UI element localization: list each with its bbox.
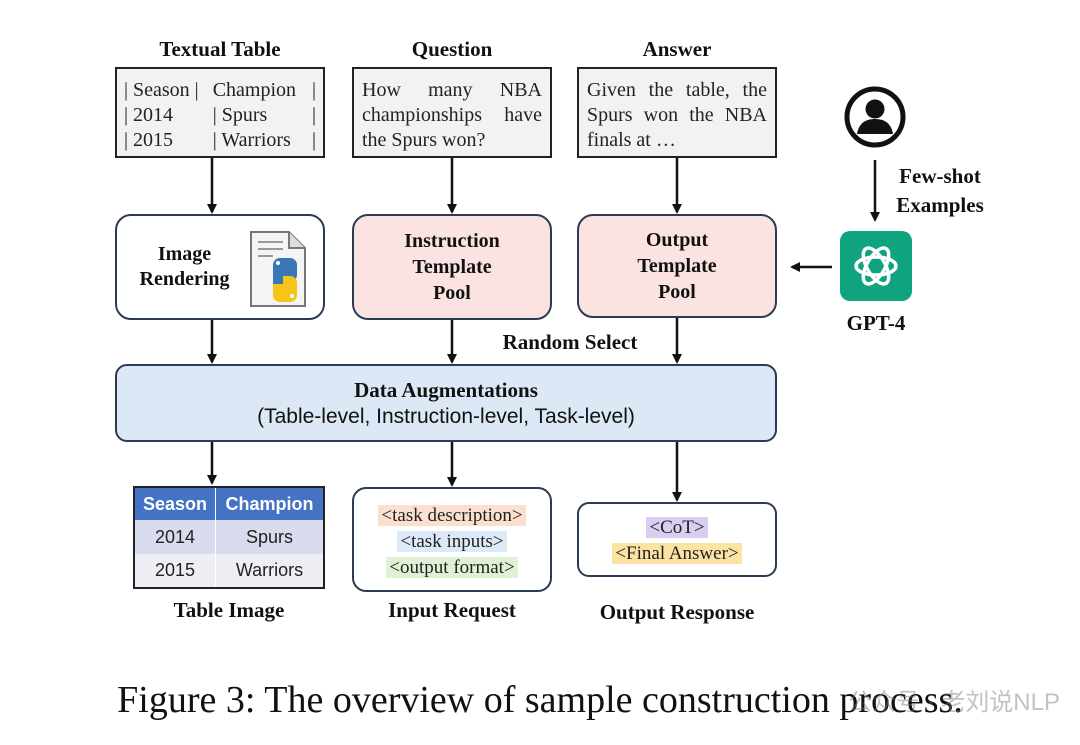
python-document-icon	[250, 231, 306, 307]
openai-logo-icon	[840, 231, 912, 301]
textual-table-cell: | Warriors	[212, 129, 291, 151]
table-cell: 2015	[134, 554, 216, 588]
instruction-template-pool-box: Instruction Template Pool	[352, 214, 552, 320]
output-format-tag: <output format>	[386, 557, 518, 578]
output-pool-line2: Template	[637, 255, 717, 277]
table-cell: Spurs	[245, 526, 294, 547]
table-row: 2014 Spurs	[134, 520, 324, 554]
output-pool-line1: Output	[645, 229, 709, 251]
augmentations-subtitle: (Table-level, Instruction-level, Task-le…	[257, 405, 635, 428]
watermark: 公众号 · 老刘说NLP	[847, 689, 1060, 716]
header-textual-table: Textual Table	[159, 37, 281, 61]
final-answer-tag: <Final Answer>	[612, 543, 742, 564]
table-image-label: Table Image	[173, 598, 285, 622]
image-rendering-line2: Rendering	[139, 268, 230, 290]
task-description-tag: <task description>	[378, 505, 526, 526]
textual-table-box: | Season | Champion | | 2014 | Spurs | |…	[115, 67, 325, 158]
textual-table-cell: |	[311, 129, 316, 151]
textual-table-cell: |	[311, 104, 316, 126]
augmentations-title: Data Augmentations	[354, 378, 538, 402]
table-row: 2015 Warriors	[134, 554, 324, 588]
table-cell: 2014	[134, 520, 216, 554]
few-shot-line2: Examples	[896, 193, 984, 217]
table-image: Season Champion 2014 Spurs 2015 Warriors	[133, 486, 325, 589]
textual-table-row: | 2014 | Spurs |	[121, 103, 319, 128]
textual-table-cell: | Spurs	[212, 104, 268, 126]
textual-table: | Season | Champion | | 2014 | Spurs | |…	[121, 78, 319, 153]
textual-table-row: | 2015 | Warriors |	[121, 128, 319, 153]
instruction-pool-line2: Template	[412, 256, 492, 278]
input-request-box: <task description> <task inputs> <output…	[352, 487, 552, 592]
output-template-pool-box: Output Template Pool	[577, 214, 777, 318]
table-image-header-cell: Season	[134, 487, 216, 520]
instruction-pool-line3: Pool	[433, 282, 471, 304]
figure-caption: Figure 3: The overview of sample constru…	[117, 679, 963, 721]
textual-table-row: | Season | Champion |	[121, 78, 319, 103]
cot-tag: <CoT>	[646, 517, 708, 538]
few-shot-line1: Few-shot	[899, 164, 981, 188]
textual-table-cell: | 2015	[124, 129, 174, 151]
few-shot-label: Few-shot Examples	[885, 162, 995, 220]
output-pool-line3: Pool	[658, 281, 696, 303]
table-cell: Warriors	[235, 560, 304, 580]
output-response-box: <CoT> <Final Answer>	[577, 502, 777, 577]
answer-box: Given the table, the Spurs won the NBA f…	[577, 67, 777, 158]
output-response-label: Output Response	[599, 600, 755, 624]
table-image-header-cell: Champion	[225, 493, 314, 514]
textual-table-cell: Champion	[212, 79, 297, 101]
textual-table-cell: |	[311, 79, 316, 101]
user-avatar-icon	[844, 86, 906, 148]
image-rendering-box: Image Rendering	[115, 214, 325, 320]
task-inputs-tag: <task inputs>	[397, 531, 507, 552]
random-select-label: Random Select	[502, 330, 638, 354]
header-answer: Answer	[642, 37, 712, 61]
instruction-pool-line1: Instruction	[404, 230, 500, 252]
textual-table-cell: | Season |	[124, 79, 199, 101]
header-question: Question	[411, 37, 493, 61]
textual-table-cell: | 2014	[124, 104, 174, 126]
image-rendering-label: Image Rendering	[127, 242, 242, 292]
gpt-label: GPT-4	[846, 311, 906, 335]
question-box: How many NBA championships have the Spur…	[352, 67, 552, 158]
data-augmentations-box: Data Augmentations (Table-level, Instruc…	[115, 364, 777, 442]
table-image-header-row: Season Champion	[134, 487, 324, 520]
image-rendering-line1: Image	[157, 243, 212, 265]
input-request-label: Input Request	[388, 598, 516, 622]
